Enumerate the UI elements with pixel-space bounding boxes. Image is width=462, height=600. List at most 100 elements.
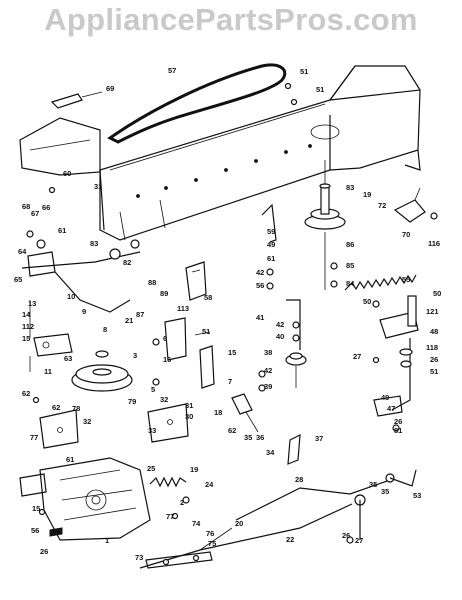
- callout-c35a: 35: [244, 433, 252, 442]
- shift-lever-assembly: [21, 230, 141, 313]
- brake-bracket: [29, 300, 73, 372]
- callout-c32b: 32: [83, 417, 91, 426]
- callout-c87: 87: [136, 310, 144, 319]
- callout-c7: 7: [228, 377, 232, 386]
- callout-c61a: 61: [58, 226, 66, 235]
- callout-c50a: 50: [363, 297, 371, 306]
- callout-c20: 20: [235, 519, 243, 528]
- fasteners: [32, 82, 400, 544]
- pivot-rod: [231, 393, 259, 433]
- callout-c39: 39: [264, 382, 272, 391]
- callout-c82: 82: [123, 258, 131, 267]
- callout-c61b: 61: [267, 254, 275, 263]
- callout-c116: 116: [428, 239, 440, 248]
- callout-c51d: 51: [202, 327, 210, 336]
- callout-c74: 74: [192, 519, 201, 528]
- callout-c11: 11: [44, 367, 52, 376]
- callout-c88: 88: [148, 278, 156, 287]
- callout-c26d: 26: [40, 547, 48, 556]
- callout-c49a: 49: [267, 240, 275, 249]
- callout-c27a: 27: [353, 352, 361, 361]
- callout-c76: 76: [206, 529, 214, 538]
- engine-pulley: [304, 160, 346, 290]
- callout-c41: 41: [256, 313, 264, 322]
- clutch-spring: [149, 476, 187, 488]
- callout-c35c: 35: [381, 487, 389, 496]
- callout-c24: 24: [205, 480, 214, 489]
- callout-c121: 121: [426, 307, 439, 316]
- callout-c49b: 49: [381, 393, 389, 402]
- callout-c28: 28: [295, 475, 303, 484]
- callout-c48: 48: [430, 327, 438, 336]
- callout-c19b: 19: [190, 465, 198, 474]
- callout-c63: 63: [64, 354, 72, 363]
- idler-arm: [261, 203, 307, 388]
- extension-spring: [344, 274, 417, 291]
- callout-c57: 57: [168, 66, 176, 75]
- callout-c42c: 42: [264, 366, 272, 375]
- callout-c9: 9: [82, 307, 86, 316]
- callout-c86: 86: [346, 240, 354, 249]
- callout-c64: 64: [18, 247, 27, 256]
- callout-c21: 21: [125, 316, 133, 325]
- callout-c68: 68: [22, 202, 30, 211]
- callout-c31b: 31: [185, 401, 193, 410]
- clutch-rods: [139, 469, 417, 569]
- clutch-bracket: [373, 295, 419, 417]
- callout-c112: 112: [22, 322, 34, 331]
- callout-c3: 3: [133, 351, 137, 360]
- callout-c25: 25: [147, 464, 155, 473]
- callout-c62a: 62: [22, 389, 30, 398]
- callout-c55: 55: [402, 275, 410, 284]
- callout-c67: 67: [31, 209, 39, 218]
- callout-c26b: 26: [394, 417, 402, 426]
- callout-c83b: 83: [90, 239, 98, 248]
- callout-c62c: 62: [228, 426, 236, 435]
- hood-bracket: [50, 91, 103, 109]
- callout-c113: 113: [177, 304, 189, 313]
- callout-c30: 30: [185, 412, 193, 421]
- callout-c70: 70: [402, 230, 410, 239]
- callout-c85: 85: [346, 261, 354, 270]
- callout-c38: 38: [264, 348, 272, 357]
- callout-c16: 16: [163, 355, 171, 364]
- brake-linkage: [164, 317, 215, 389]
- transmission-pulley: [71, 350, 133, 392]
- callout-c40: 40: [276, 332, 284, 341]
- callout-c78: 78: [72, 404, 80, 413]
- callout-c27b: 27: [355, 536, 363, 545]
- callout-c89: 89: [160, 289, 168, 298]
- callout-c15a: 15: [22, 334, 30, 343]
- callout-c32a: 32: [160, 395, 168, 404]
- callout-c75: 75: [208, 539, 216, 548]
- callout-c59: 59: [267, 227, 275, 236]
- callout-c2: 2: [180, 498, 184, 507]
- callout-c19: 19: [363, 190, 371, 199]
- callout-c51c: 51: [430, 367, 438, 376]
- callout-c47: 47: [387, 404, 395, 413]
- callout-c5: 5: [151, 385, 155, 394]
- callout-c51b: 51: [316, 85, 324, 94]
- callout-c53: 53: [413, 491, 421, 500]
- callout-c33: 33: [148, 426, 156, 435]
- callout-c77b: 77: [166, 512, 174, 521]
- callout-c73: 73: [135, 553, 143, 562]
- callout-c50b: 50: [433, 289, 441, 298]
- cross-shaft-rod: [287, 433, 301, 465]
- callout-c8: 8: [103, 325, 107, 334]
- callout-c37: 37: [315, 434, 323, 443]
- callout-c81: 81: [394, 426, 402, 435]
- callout-c14: 14: [22, 310, 31, 319]
- callout-c69: 69: [106, 84, 114, 93]
- callout-c42b: 42: [276, 320, 284, 329]
- callout-c65: 65: [14, 275, 22, 284]
- callout-c61c: 61: [66, 455, 74, 464]
- callout-c31: 31: [94, 182, 102, 191]
- callout-c18: 18: [214, 408, 222, 417]
- transaxle: [19, 457, 151, 541]
- callout-c15b: 15: [228, 348, 236, 357]
- rear-brackets: [39, 403, 189, 449]
- callout-c42a: 42: [256, 268, 264, 277]
